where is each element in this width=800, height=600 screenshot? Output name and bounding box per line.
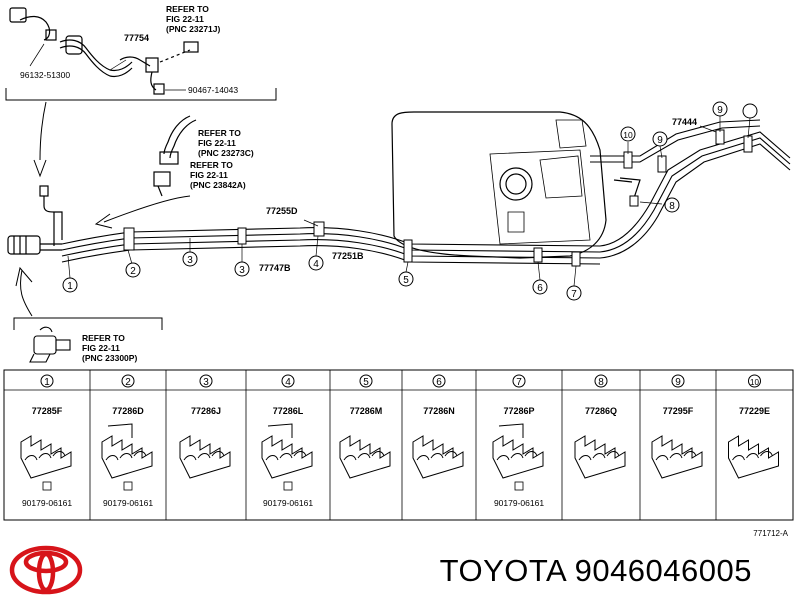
clamp-screw-1: 90179-06161	[22, 498, 72, 508]
clamp-drawing-4	[261, 423, 313, 479]
ref-23842a-l1: REFER TO	[190, 160, 233, 170]
ref-23300p-l2: FIG 22-11	[82, 343, 120, 353]
clamp-drawing-7	[492, 423, 544, 479]
toyota-emblem-icon	[9, 545, 83, 595]
evap-hose-mid	[153, 115, 197, 197]
callout-3b: 3	[239, 265, 245, 276]
ref-23300p-l1: REFER TO	[82, 333, 125, 343]
clamp-drawing-1	[20, 435, 72, 479]
clamp-table: 1 77285F 90179-06161 2 77286D 90179-06161 3 772…	[20, 370, 779, 520]
ref-23273c-l2: FIG 22-11	[198, 138, 236, 148]
ref-23300p-l3: (PNC 23300P)	[82, 353, 137, 363]
ref-23842a-l2: FIG 22-11	[190, 170, 228, 180]
clamp-number-10: 10	[750, 378, 759, 387]
callout-10: 10	[623, 130, 633, 140]
clamp-part-77286J: 77286J	[191, 406, 221, 416]
clamp-part-77285F: 77285F	[32, 406, 63, 416]
toyota-logo	[9, 545, 83, 595]
callout-3a: 3	[187, 255, 193, 266]
label-90467: 90467-14043	[188, 85, 238, 95]
clamp-part-77286L: 77286L	[273, 406, 304, 416]
fuel-tank	[391, 111, 641, 259]
label-77754: 77754	[124, 33, 149, 43]
fuel-pipe-main	[61, 119, 791, 265]
clamp-screw-4: 90179-06161	[263, 498, 313, 508]
clamp-part-77286P: 77286P	[503, 406, 534, 416]
canister-connector	[7, 185, 63, 255]
label-77251b: 77251B	[332, 251, 364, 261]
callout-5: 5	[403, 275, 409, 286]
clamp-drawing-3	[179, 435, 231, 479]
parts-diagram: 1 2 3 3 4 5 6 7 8 9 9 10 77754 77255D 77…	[3, 4, 794, 538]
callout-4: 4	[313, 259, 319, 270]
clamp-number-2: 2	[125, 377, 131, 388]
clamp-part-77295F: 77295F	[663, 406, 694, 416]
clamp-screw-7: 90179-06161	[494, 498, 544, 508]
callout-7: 7	[571, 289, 577, 300]
callout-9b: 9	[717, 105, 723, 116]
label-77255d: 77255D	[266, 206, 298, 216]
callout-8: 8	[669, 201, 675, 212]
clamp-part-77286D: 77286D	[112, 406, 144, 416]
callout-6: 6	[537, 283, 543, 294]
clamp-screw-2: 90179-06161	[103, 498, 153, 508]
label-77747b: 77747B	[259, 263, 291, 273]
clamp-number-4: 4	[285, 377, 291, 388]
clamp-number-6: 6	[436, 377, 442, 388]
brand-part-number: TOYOTA 9046046005	[439, 553, 752, 588]
clamp-part-77229E: 77229E	[739, 406, 770, 416]
clamp-part-77286M: 77286M	[350, 406, 383, 416]
clamp-drawing-10	[728, 435, 779, 479]
ref-23271j-l1: REFER TO	[166, 4, 209, 14]
ref-23842a-l3: (PNC 23842A)	[190, 180, 246, 190]
ref-23271j-l3: (PNC 23271J)	[166, 24, 221, 34]
clamp-drawing-5	[339, 435, 391, 479]
clamp-number-7: 7	[516, 377, 522, 388]
clamp-drawing-8	[574, 435, 626, 479]
clamp-number-1: 1	[44, 377, 50, 388]
clamp-number-3: 3	[203, 377, 209, 388]
clamp-part-77286N: 77286N	[423, 406, 455, 416]
purge-valve	[29, 326, 71, 363]
figure-id: 771712-A	[753, 529, 788, 538]
ref-23271j-l2: FIG 22-11	[166, 14, 204, 24]
clamp-number-8: 8	[598, 377, 604, 388]
clamp-drawing-9	[651, 435, 703, 479]
callout-1: 1	[67, 281, 73, 292]
clamp-number-9: 9	[675, 377, 681, 388]
clamp-drawing-2	[101, 423, 153, 479]
callout-9a: 9	[657, 135, 663, 146]
ref-23273c-l3: (PNC 23273C)	[198, 148, 254, 158]
clamp-number-5: 5	[363, 377, 369, 388]
clamp-part-77286Q: 77286Q	[585, 406, 617, 416]
clamp-drawing-6	[412, 435, 464, 479]
ref-23273c-l1: REFER TO	[198, 128, 241, 138]
evap-hose-assembly-top	[9, 7, 199, 95]
callout-2: 2	[130, 266, 136, 277]
label-96132: 96132-51300	[20, 70, 70, 80]
label-77444: 77444	[672, 117, 697, 127]
